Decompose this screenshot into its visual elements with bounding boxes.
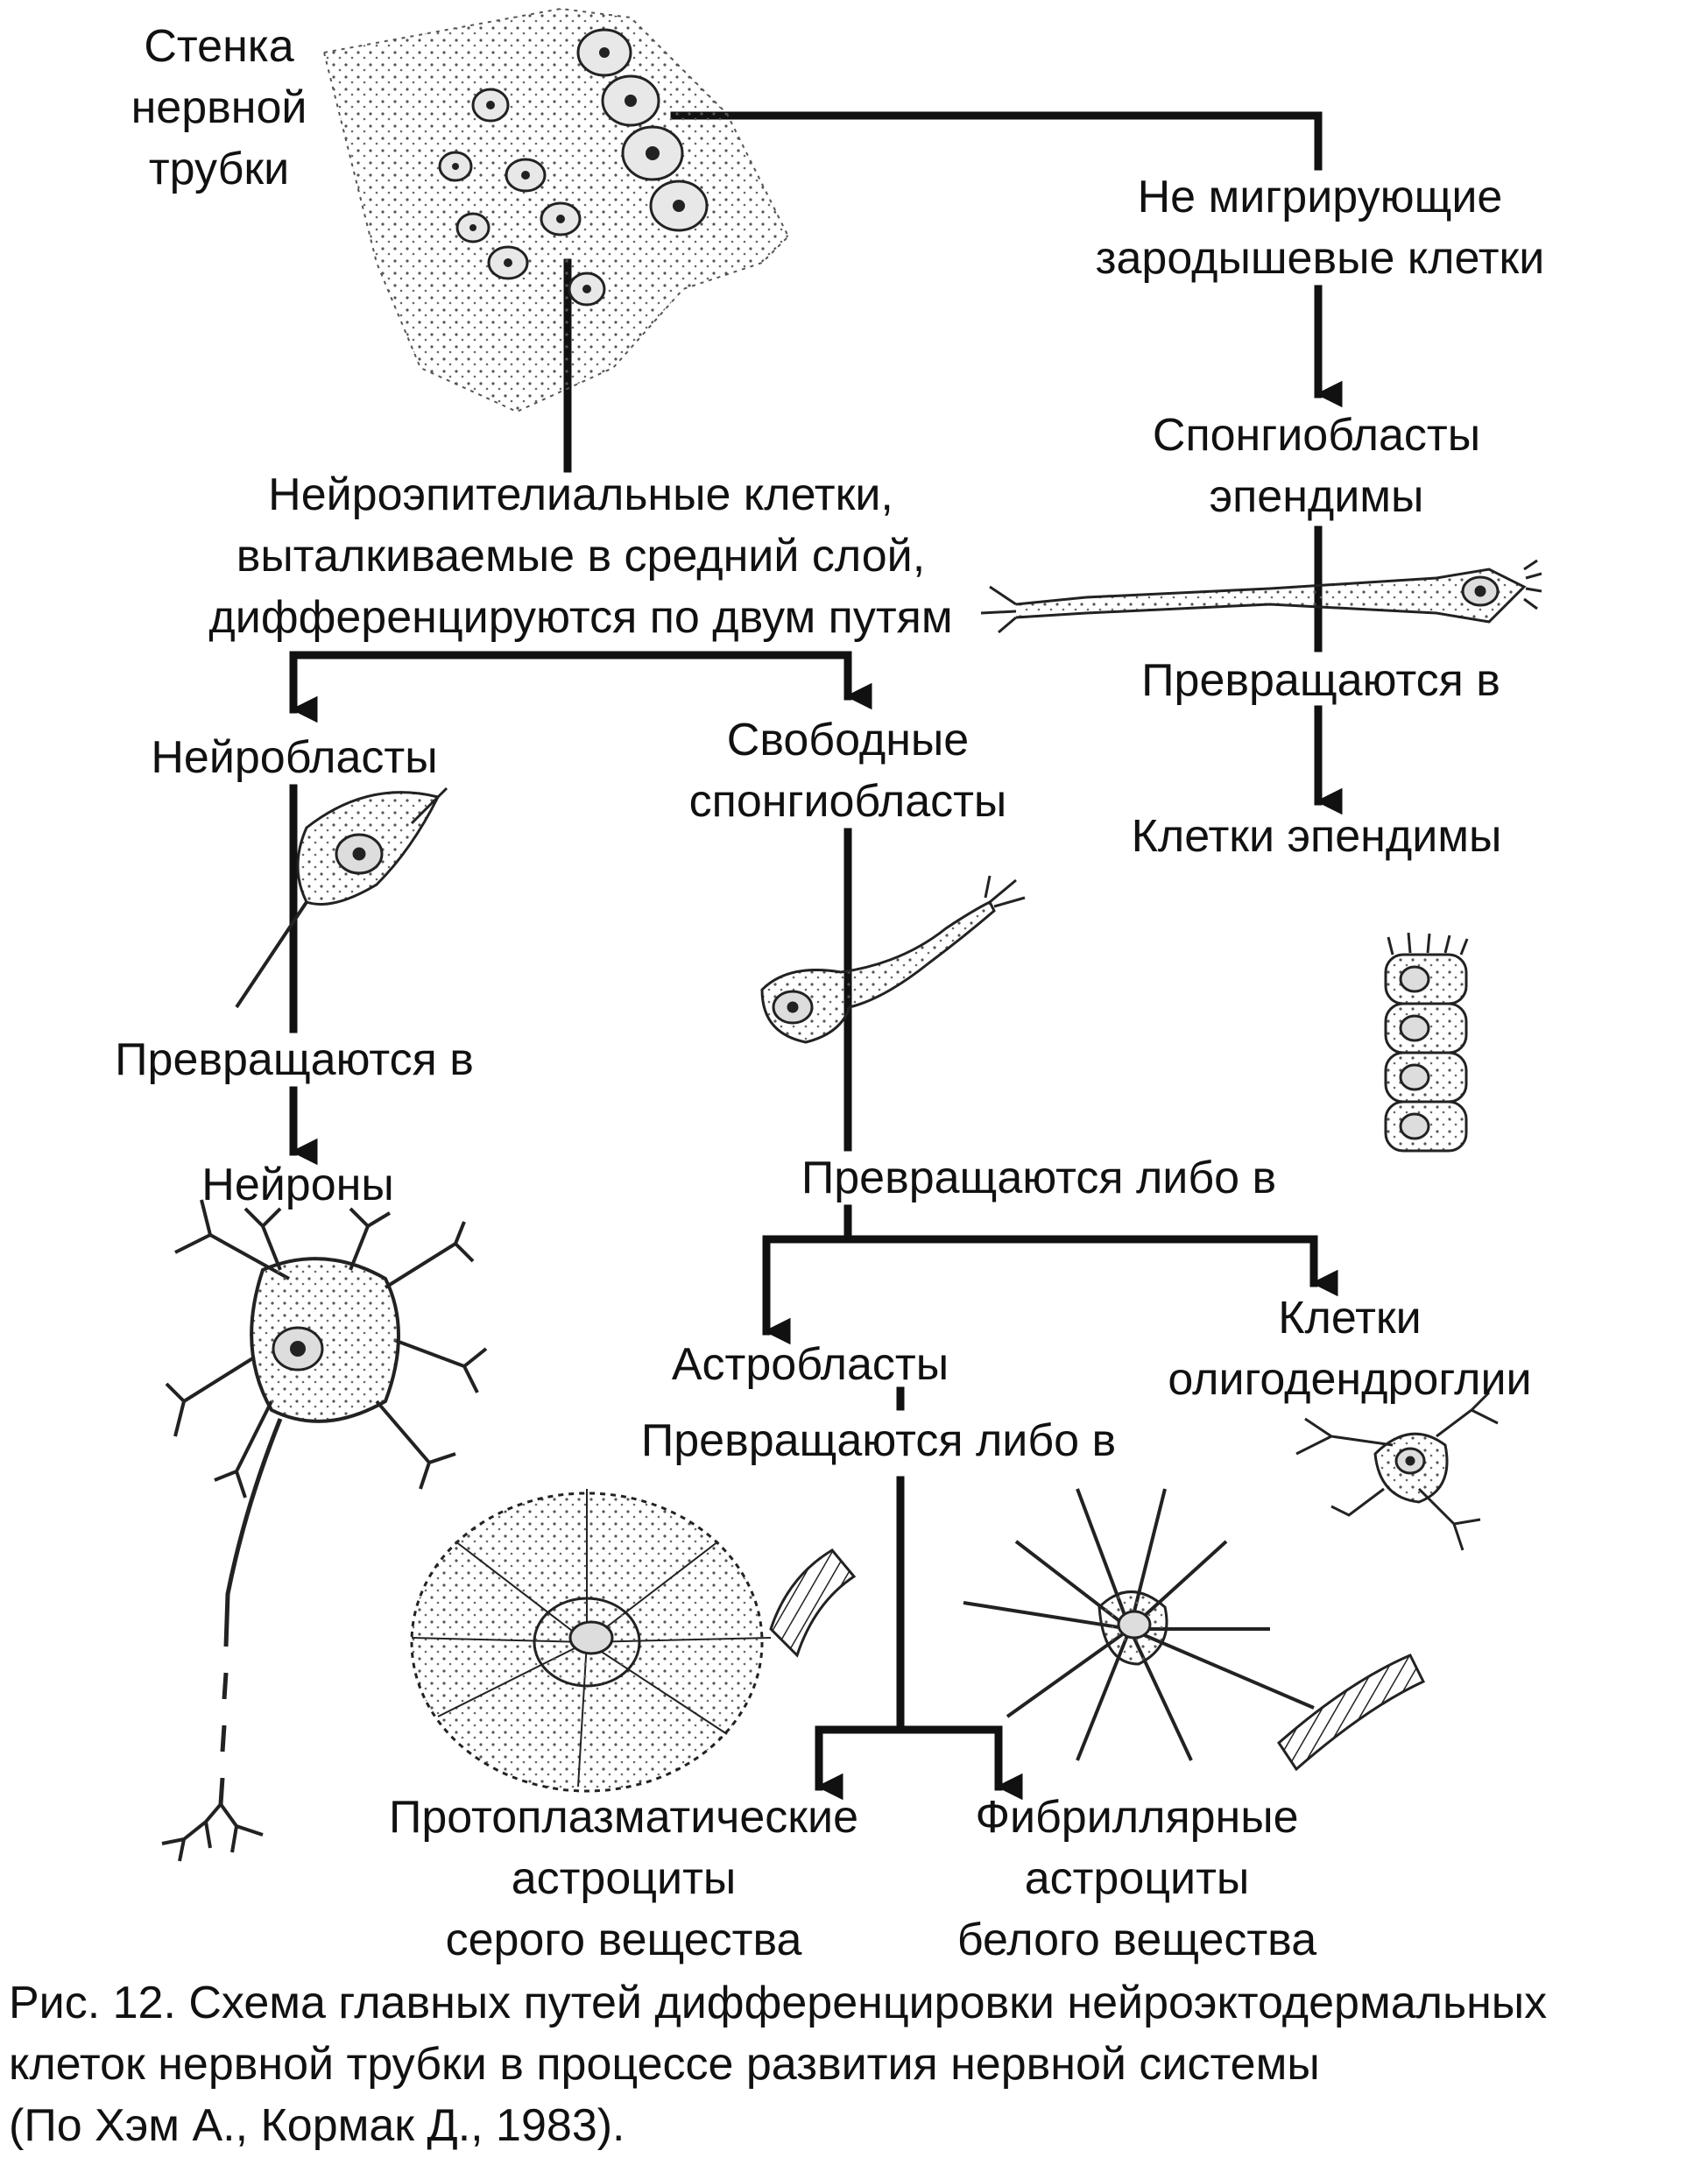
label-oligodendroglia: Клетки олигодендроглии bbox=[1168, 1293, 1532, 1405]
label-astroblasts: Астробласты bbox=[671, 1339, 949, 1390]
label-neuroepithelial: Нейроэпителиальные клетки, выталкиваемые… bbox=[208, 469, 953, 643]
label-turn-into-neuron: Превращаются в bbox=[115, 1034, 474, 1085]
connector-split bbox=[289, 651, 872, 710]
label-free-spongioblasts: Свободные спонгиобласты bbox=[688, 715, 1007, 827]
protoplasmic-astrocyte-illustration bbox=[410, 1489, 857, 1793]
label-protoplasmic-astrocytes: Протоплазматические астроциты серого вещ… bbox=[388, 1792, 859, 1965]
connector-astro-split bbox=[815, 1725, 1023, 1801]
label-fibrillar-astrocytes: Фибриллярные астроциты белого вещества bbox=[956, 1792, 1317, 1965]
label-neuroblasts: Нейробласты bbox=[151, 732, 438, 783]
label-turn-either-1: Превращаются либо в bbox=[801, 1153, 1277, 1203]
ependyma-cells-illustration bbox=[1384, 932, 1469, 1153]
label-nonmigrating: Не мигрирующие зародышевые клетки bbox=[1095, 172, 1545, 284]
fibrillar-astrocyte-illustration bbox=[963, 1488, 1426, 1772]
connector-either-split bbox=[762, 1204, 852, 1345]
label-spongioblasts-ependyma: Спонгиобласты эпендимы bbox=[1152, 410, 1481, 522]
neural-tube-wall-illustration bbox=[322, 7, 790, 413]
figure-caption: Рис. 12. Схема главных путей дифференцир… bbox=[9, 1978, 1548, 2151]
label-turn-either-2: Превращаются либо в bbox=[640, 1415, 1117, 1466]
label-turn-into-ependyma: Превращаются в bbox=[1141, 655, 1500, 706]
connector-wall-nonmigrating bbox=[670, 111, 1323, 171]
oligodendroglia-illustration bbox=[1295, 1391, 1499, 1551]
ependyma-spongioblast-illustration bbox=[980, 559, 1542, 634]
neuroblast-illustration bbox=[235, 786, 448, 1009]
free-spongioblast-illustration bbox=[760, 875, 1026, 1044]
label-neurons: Нейроны bbox=[201, 1160, 394, 1210]
label-tube-wall: Стенка нервной трубки bbox=[131, 21, 307, 194]
neuron-illustration bbox=[161, 1199, 488, 1862]
label-ependyma-cells: Клетки эпендимы bbox=[1131, 811, 1502, 862]
connector-either-oligo bbox=[843, 1235, 1338, 1297]
